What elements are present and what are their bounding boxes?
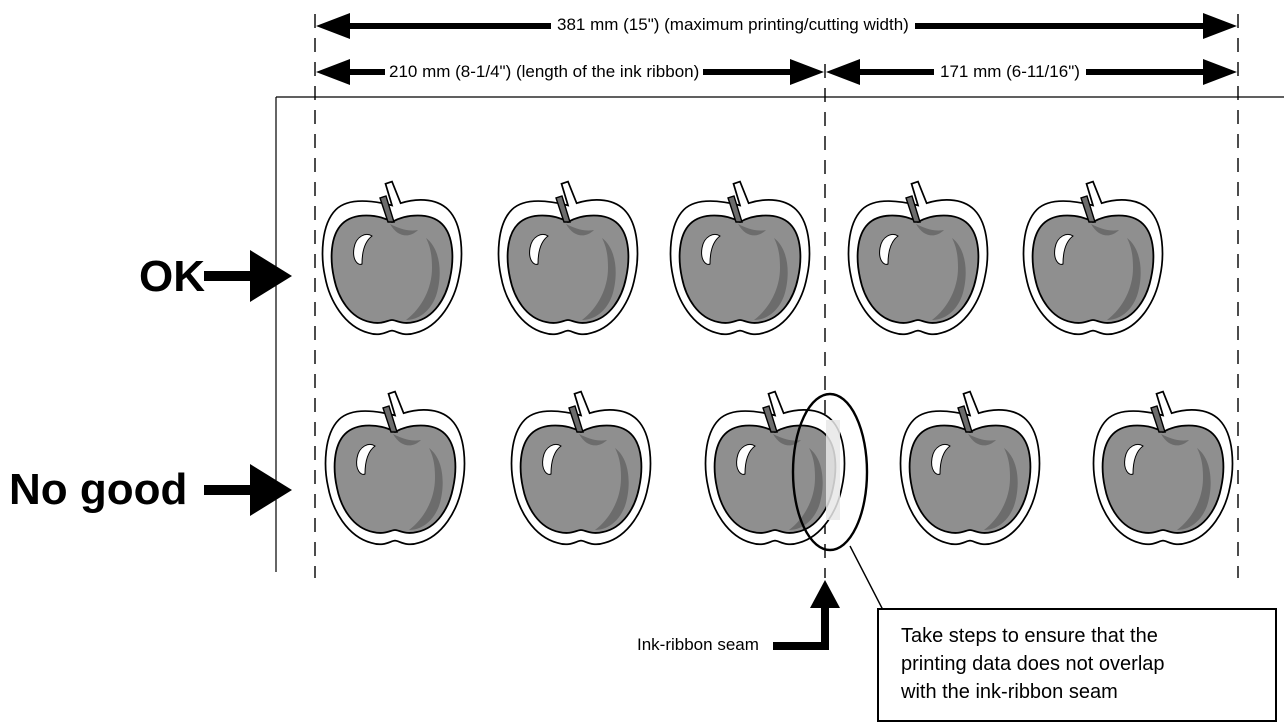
apple-icon	[899, 390, 1041, 546]
ribbon-length-label: 210 mm (8-1/4") (length of the ink ribbo…	[385, 62, 704, 82]
remaining-width-label: 171 mm (6-11/16")	[934, 62, 1086, 82]
up-arrow-icon	[773, 580, 840, 650]
apple-icon	[497, 180, 639, 336]
apple-icon	[669, 180, 811, 336]
note-line-1: Take steps to ensure that the	[901, 625, 1158, 647]
apple-icon	[704, 390, 846, 546]
note-line-3: with the ink-ribbon seam	[901, 681, 1118, 703]
note-line-2: printing data does not overlap	[901, 653, 1165, 675]
apple-icon	[847, 180, 989, 336]
right-arrow-icon	[204, 464, 292, 516]
seam-overlap-ellipse	[791, 392, 869, 552]
apple-icon	[1092, 390, 1234, 546]
apple-icon	[510, 390, 652, 546]
max-width-label: 381 mm (15") (maximum printing/cutting w…	[551, 15, 915, 35]
apple-icon	[321, 180, 463, 336]
apple-icon	[1022, 180, 1164, 336]
apple-icon	[324, 390, 466, 546]
ok-row	[321, 180, 1164, 336]
seam-warning-note: Take steps to ensure that the printing d…	[877, 608, 1277, 722]
bad-row	[324, 390, 1234, 546]
ink-ribbon-seam-label: Ink-ribbon seam	[637, 635, 759, 654]
no-good-row-label: No good	[9, 465, 188, 514]
right-arrow-icon	[204, 250, 292, 302]
ok-row-label: OK	[139, 252, 205, 301]
